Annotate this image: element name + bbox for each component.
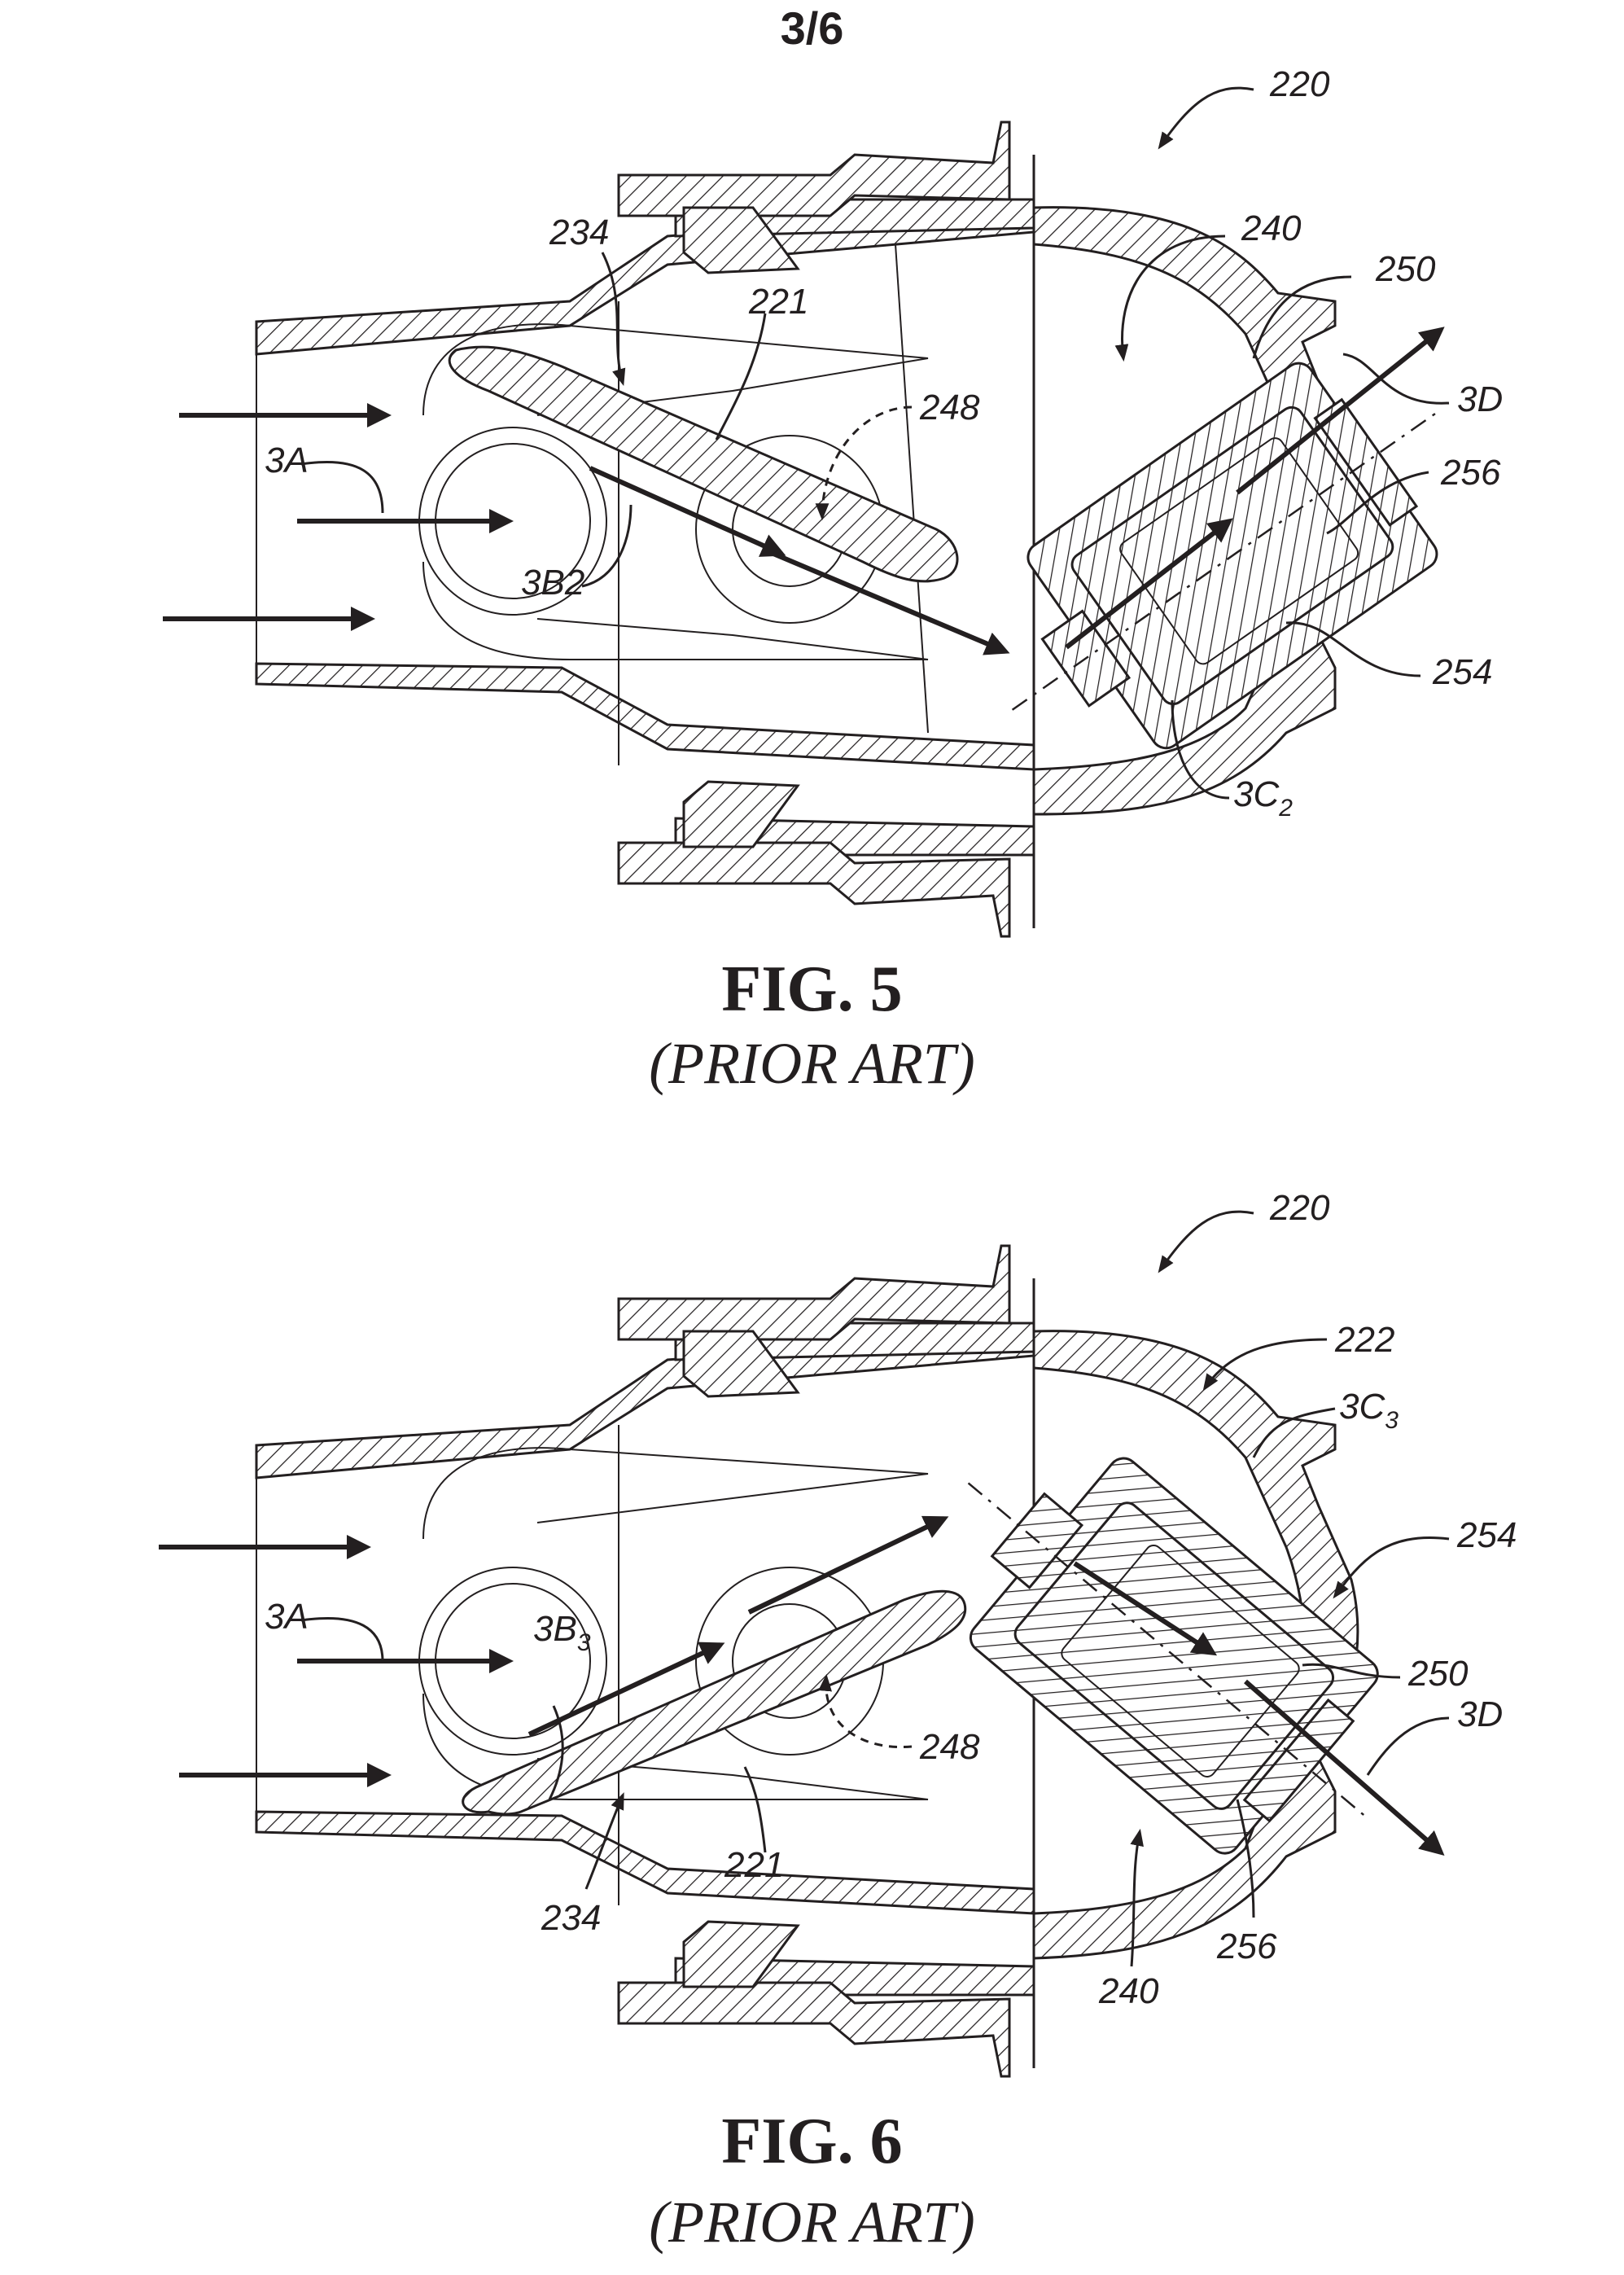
figure-6-drawing: 220 222 3C3 254 3A 3B3 250 248 3D 221 23… <box>159 1188 1517 2078</box>
flapper-valve <box>448 345 959 583</box>
figure-5: 220 234 221 240 250 3D 248 3A 256 3B2 25… <box>0 33 1624 1132</box>
figure-6-subtitle: (PRIOR ART) <box>649 2190 975 2255</box>
flapper-valve <box>462 1589 967 1816</box>
flow-arrows <box>159 1515 1445 1856</box>
ref-234: 234 <box>549 213 609 252</box>
ref-220: 220 <box>1269 64 1330 104</box>
ref-254: 254 <box>1456 1515 1517 1555</box>
ref-254: 254 <box>1432 652 1492 692</box>
ref-3C2: 3C2 <box>1233 774 1293 822</box>
flow-arrow <box>1236 327 1445 495</box>
figure-5-subtitle: (PRIOR ART) <box>649 1031 975 1096</box>
leader-lines <box>300 86 1450 800</box>
ref-240: 240 <box>1241 208 1302 248</box>
ref-248: 248 <box>919 388 980 427</box>
ref-222: 222 <box>1334 1320 1394 1360</box>
ref-3D: 3D <box>1457 1694 1503 1734</box>
flow-arrow <box>1244 1679 1445 1856</box>
figure-5-title: FIG. 5 <box>721 953 903 1025</box>
figure-6: 220 222 3C3 254 3A 3B3 250 248 3D 221 23… <box>0 1156 1624 2275</box>
ref-240: 240 <box>1098 1971 1159 2011</box>
flow-arrow <box>589 466 786 557</box>
ref-3B2: 3B2 <box>521 563 584 603</box>
sheet-number: 3/6 <box>780 2 844 54</box>
ref-221: 221 <box>724 1845 784 1885</box>
ref-248: 248 <box>919 1727 980 1767</box>
ref-221: 221 <box>748 282 808 322</box>
ref-256: 256 <box>1216 1927 1277 1966</box>
ref-3A: 3A <box>265 1597 309 1637</box>
ref-3D: 3D <box>1457 379 1503 419</box>
ref-256: 256 <box>1440 453 1501 493</box>
flow-arrow <box>1073 1561 1218 1656</box>
figure-6-title: FIG. 6 <box>721 2106 903 2177</box>
ref-250: 250 <box>1375 249 1436 289</box>
flow-arrow <box>527 1642 725 1737</box>
ref-3A: 3A <box>265 441 309 480</box>
ref-3B3: 3B3 <box>533 1609 591 1656</box>
flow-arrows <box>163 327 1445 655</box>
figure-5-drawing: 220 234 221 240 250 3D 248 3A 256 3B2 25… <box>163 64 1503 938</box>
flow-arrow <box>747 1515 949 1615</box>
ref-3C3: 3C3 <box>1339 1387 1399 1434</box>
flow-arrow <box>772 551 1010 655</box>
ref-250: 250 <box>1407 1654 1469 1694</box>
leader-lines <box>300 1210 1450 1967</box>
bypass-valve-assembly <box>1011 362 1440 750</box>
bypass-valve-assembly <box>967 1457 1379 1855</box>
ref-220: 220 <box>1269 1188 1330 1228</box>
flow-arrow <box>1065 518 1233 650</box>
ref-234: 234 <box>541 1898 601 1938</box>
